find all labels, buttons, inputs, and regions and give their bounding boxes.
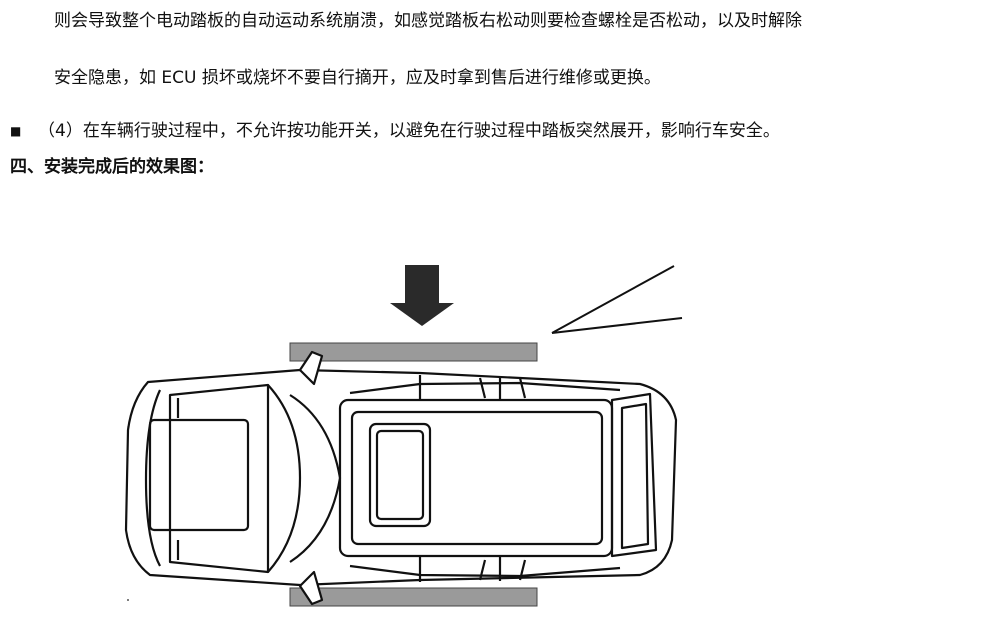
section-heading: 四、安装完成后的效果图： xyxy=(10,157,214,177)
paragraph-line-1: 则会导致整个电动踏板的自动运动系统崩溃，如感觉踏板右松动则要检查螺栓是否松动，以… xyxy=(54,11,802,31)
bottom-side-step-board xyxy=(289,587,538,607)
sunroof xyxy=(368,422,432,528)
bullet-item-text: （4）在车辆行驶过程中，不允许按功能开关，以避免在行驶过程中踏板突然展开，影响行… xyxy=(38,121,780,141)
top-side-step-board xyxy=(289,342,538,362)
callout-lines xyxy=(551,265,683,334)
down-arrow-icon xyxy=(390,265,454,326)
square-bullet-icon: ■ xyxy=(10,124,22,138)
installation-effect-figure xyxy=(124,265,683,607)
paragraph-line-2: 安全隐患，如 ECU 损坏或烧坏不要自行摘开，应及时拿到售后进行维修或更换。 xyxy=(54,68,661,88)
car-top-view xyxy=(124,350,678,606)
bullet-item: ■ （4）在车辆行驶过程中，不允许按功能开关，以避免在行驶过程中踏板突然展开，影响… xyxy=(10,120,780,142)
